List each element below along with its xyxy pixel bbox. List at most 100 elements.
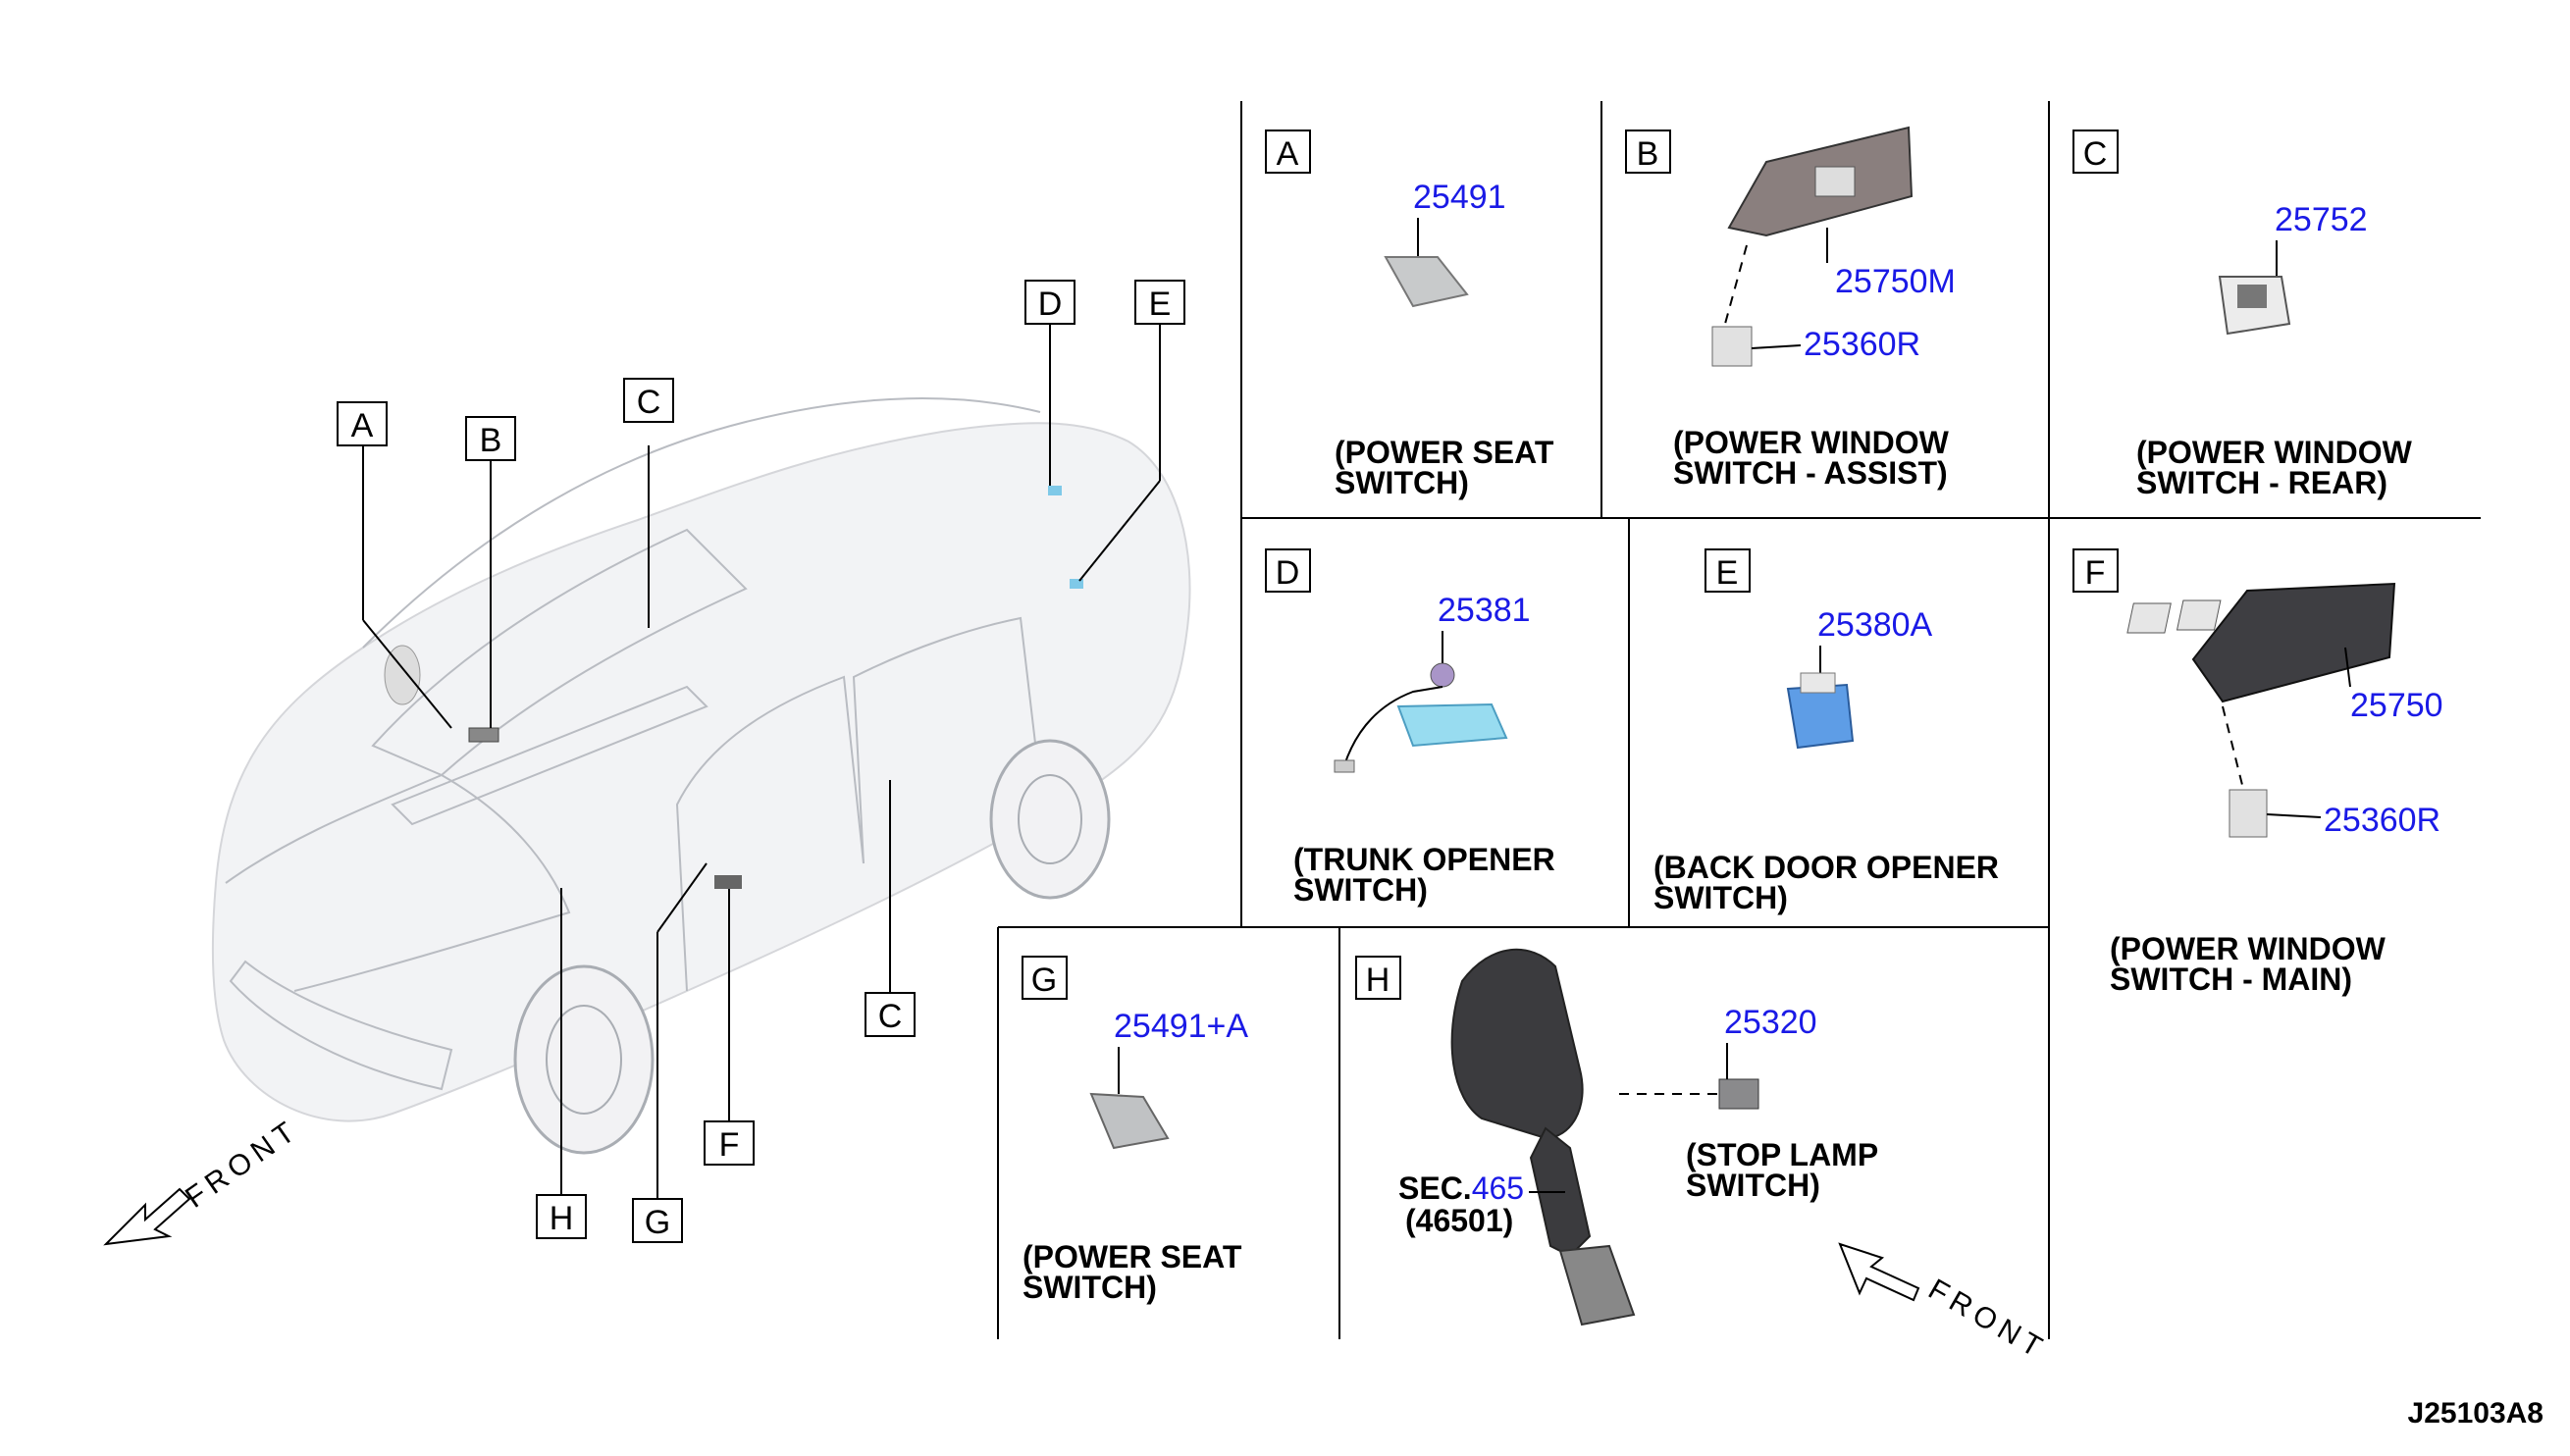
parts-grid bbox=[997, 101, 2481, 1339]
panel-g-part: 25491+A bbox=[1114, 1008, 1248, 1045]
callout-f: F bbox=[719, 1126, 740, 1164]
panel-h-letter-box bbox=[1355, 956, 1401, 1000]
panel-g-letter-box bbox=[1022, 956, 1068, 1000]
front-wheel bbox=[513, 964, 655, 1155]
connector-assist bbox=[1711, 326, 1753, 367]
panel-d-part: 25381 bbox=[1438, 592, 1531, 629]
panel-f-letter-box bbox=[2072, 548, 2119, 593]
panel-e-caption-2: SWITCH) bbox=[1653, 880, 1788, 915]
car-roofline bbox=[362, 397, 1041, 649]
panel-e-letter: E bbox=[1716, 554, 1739, 592]
car-part-d bbox=[1048, 486, 1062, 495]
panel-h-letter: H bbox=[1366, 962, 1390, 999]
panel-h-caption-1: (STOP LAMP bbox=[1686, 1137, 1878, 1172]
panel-a-letter-box bbox=[1265, 130, 1311, 174]
panel-a-caption-1: (POWER SEAT bbox=[1335, 435, 1554, 470]
power-seat-switch-g bbox=[1089, 1092, 1170, 1150]
panel-a: A 25491 (POWER SEAT SWITCH) bbox=[1265, 130, 1554, 500]
callout-box-c-bottom bbox=[865, 992, 916, 1037]
panel-b: B 25750M 25360R (POWER WINDOW SWITCH - A… bbox=[1625, 126, 1956, 491]
panel-f-part-2: 25360R bbox=[2324, 802, 2440, 839]
front-arrow-left: FRONT bbox=[103, 1113, 305, 1246]
rear-wheel bbox=[989, 739, 1111, 900]
car-part-e bbox=[1070, 579, 1083, 589]
window-switch-assist-button bbox=[1814, 166, 1856, 197]
panel-c-part: 25752 bbox=[2275, 201, 2368, 238]
front-arrow-right bbox=[1838, 1242, 1920, 1302]
front-label-left: FRONT bbox=[180, 1113, 305, 1215]
panel-c: C 25752 (POWER WINDOW SWITCH - REAR) bbox=[2072, 130, 2413, 500]
panel-a-caption-2: SWITCH) bbox=[1335, 465, 1469, 500]
panel-g: G 25491+A (POWER SEAT SWITCH) bbox=[1022, 956, 1248, 1305]
window-switch-rear-button bbox=[2237, 285, 2267, 308]
callout-box-g bbox=[632, 1198, 683, 1243]
panel-c-caption-1: (POWER WINDOW bbox=[2136, 435, 2413, 470]
panel-b-letter: B bbox=[1637, 135, 1659, 173]
panel-g-caption-2: SWITCH) bbox=[1023, 1270, 1157, 1305]
car-grille bbox=[229, 960, 453, 1091]
panel-a-letter: A bbox=[1277, 135, 1299, 173]
panel-b-part-1: 25750M bbox=[1835, 263, 1956, 300]
panel-f: F 25750 25360R (POWER WINDOW SWITCH - MA… bbox=[2072, 548, 2443, 997]
panel-b-caption-2: SWITCH - ASSIST) bbox=[1673, 455, 1948, 491]
callout-a: A bbox=[351, 407, 374, 444]
callout-box-f bbox=[704, 1120, 755, 1166]
callout-box-h bbox=[536, 1194, 587, 1239]
panel-d-caption-2: SWITCH) bbox=[1293, 872, 1428, 908]
panel-f-part-1: 25750 bbox=[2350, 687, 2443, 724]
panel-c-caption-2: SWITCH - REAR) bbox=[2136, 465, 2387, 500]
power-seat-switch-a bbox=[1384, 256, 1469, 308]
callout-b: B bbox=[480, 422, 502, 459]
panel-h-caption-2: SWITCH) bbox=[1686, 1168, 1820, 1203]
car-callouts: A B C D E C F G H bbox=[337, 280, 1185, 1243]
callout-c-top: C bbox=[637, 384, 661, 421]
panel-d-letter-box bbox=[1265, 548, 1311, 593]
trunk-opener-plug bbox=[1430, 662, 1455, 688]
panel-f-caption-2: SWITCH - MAIN) bbox=[2110, 962, 2352, 997]
stop-lamp-switch bbox=[1718, 1078, 1759, 1110]
panel-e-caption-1: (BACK DOOR OPENER bbox=[1653, 850, 1999, 885]
car-part-f bbox=[714, 875, 742, 889]
car-hood bbox=[225, 773, 571, 992]
panel-b-part-2: 25360R bbox=[1804, 326, 1920, 363]
callout-box-c-top bbox=[623, 378, 674, 423]
panel-g-caption-1: (POWER SEAT bbox=[1023, 1239, 1242, 1274]
car-dash bbox=[391, 685, 708, 826]
window-switch-main bbox=[2191, 582, 2396, 703]
front-label-right: FRONT bbox=[1923, 1273, 2053, 1366]
callout-g: G bbox=[645, 1204, 670, 1241]
car-windshield bbox=[371, 528, 748, 777]
sec-prefix: SEC.465 bbox=[1398, 1170, 1524, 1206]
trunk-opener-switch bbox=[1396, 702, 1508, 748]
panel-f-letter: F bbox=[2085, 554, 2106, 592]
car-part-b bbox=[468, 727, 499, 743]
car-overview bbox=[211, 397, 1191, 1155]
callout-box-d bbox=[1024, 280, 1075, 325]
diagram-code: J25103A8 bbox=[2408, 1397, 2544, 1430]
panel-c-letter-box bbox=[2072, 130, 2119, 174]
brake-pedal-bracket bbox=[1450, 948, 1584, 1140]
callout-box-a bbox=[337, 401, 388, 446]
panel-e-part: 25380A bbox=[1817, 606, 1933, 644]
front-wheel-rim bbox=[546, 1005, 622, 1115]
panel-b-letter-box bbox=[1625, 130, 1671, 174]
sec-number[interactable]: 465 bbox=[1472, 1170, 1524, 1206]
connector-main bbox=[2229, 789, 2268, 838]
panel-h-part: 25320 bbox=[1724, 1004, 1817, 1041]
panel-d-caption-1: (TRUNK OPENER bbox=[1293, 842, 1555, 877]
panel-c-letter: C bbox=[2083, 135, 2108, 173]
panel-a-part: 25491 bbox=[1413, 179, 1506, 216]
car-door-line bbox=[675, 675, 865, 992]
panel-e-letter-box bbox=[1705, 548, 1751, 593]
car-mirror bbox=[384, 645, 421, 705]
callout-c-bottom: C bbox=[878, 998, 903, 1035]
panel-d-letter: D bbox=[1276, 554, 1300, 592]
brake-pedal-pad bbox=[1558, 1244, 1636, 1326]
panel-e: E 25380A (BACK DOOR OPENER SWITCH) bbox=[1653, 548, 1999, 915]
panel-h: H 25320 (STOP LAMP SWITCH) SEC.465 (4650… bbox=[1355, 948, 2053, 1367]
callout-box-e bbox=[1134, 280, 1185, 325]
panel-g-letter: G bbox=[1031, 962, 1057, 999]
callout-d: D bbox=[1038, 286, 1063, 323]
callout-box-b bbox=[465, 416, 516, 461]
car-door-line-rear bbox=[852, 616, 1041, 864]
